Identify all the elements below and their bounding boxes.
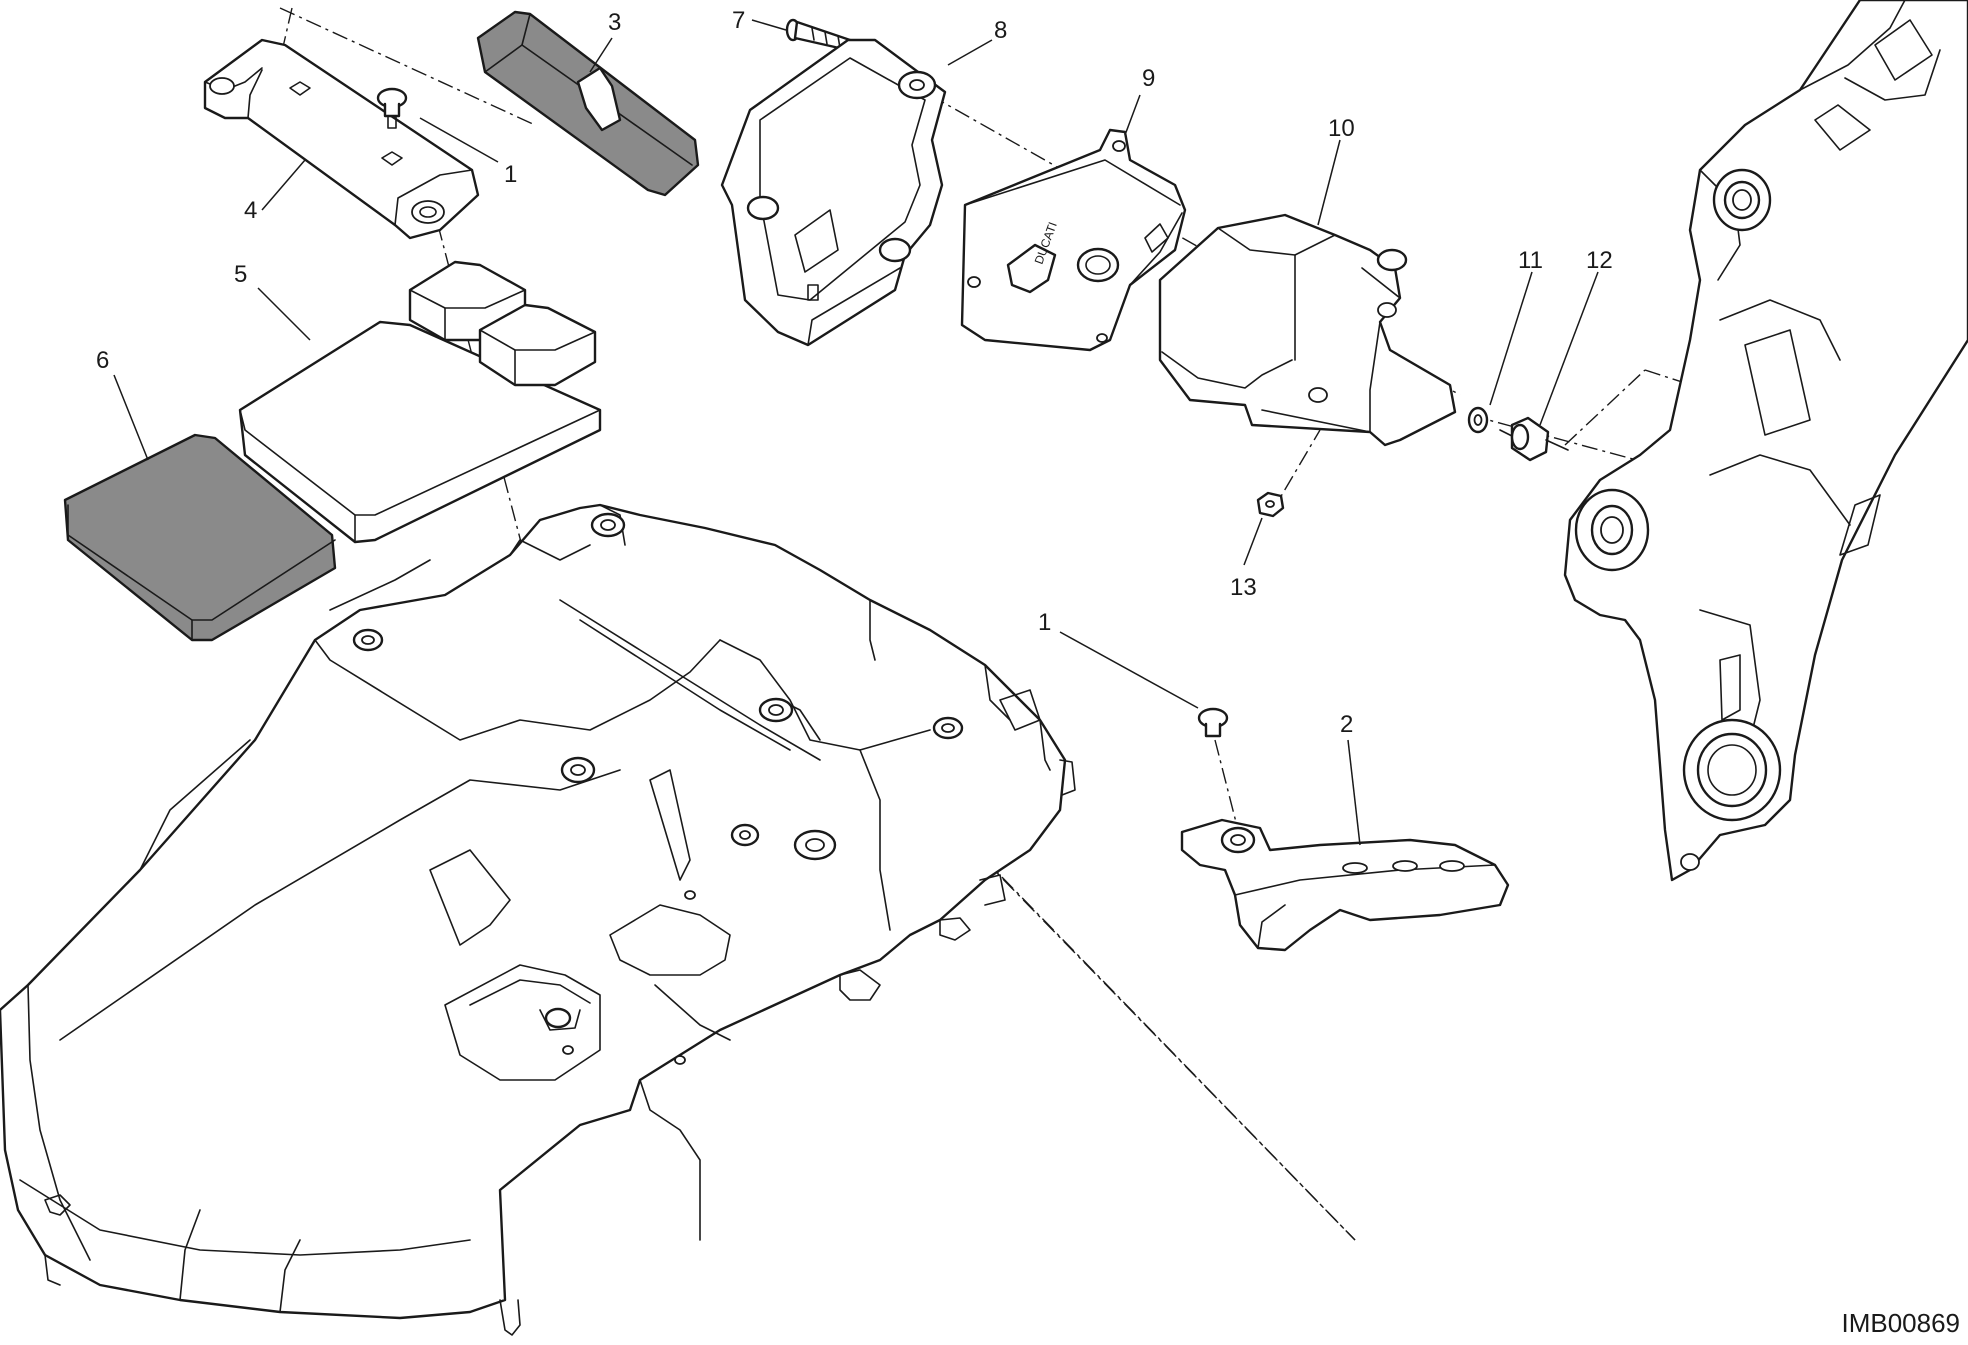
leader-9 [1124,94,1141,136]
callout-labels: 1 3 4 5 6 7 8 9 10 11 12 13 1 2 [96,7,1613,738]
assembly-line-tray-left [759,629,1356,1241]
cover-hole-left [967,276,981,288]
leader-8 [947,39,993,66]
leader-12 [1539,271,1599,426]
part-5-control-unit [238,260,602,544]
leader-13 [1243,517,1263,566]
cover-button [1076,247,1120,283]
part-1-screw-lower [1197,707,1229,738]
callout-8: 8 [994,17,1007,44]
callout-13: 13 [1230,574,1257,601]
battery-tray [0,503,1076,1336]
callout-7: 7 [732,7,745,34]
bracket-hole-right [411,200,445,224]
leader-2 [1347,739,1361,846]
part-10-housing-bracket [1158,213,1457,447]
leader-7 [751,19,787,31]
bracket-hole-left [209,77,235,95]
leader-lines [113,19,1599,846]
part-1-screw-top [376,87,408,129]
leader-5 [257,287,311,341]
part-2-cable-guide [1180,818,1510,952]
leader-3 [589,37,613,73]
leader-10 [1317,139,1341,226]
leader-6 [113,374,149,461]
callout-12: 12 [1586,247,1613,274]
drawing-code: IMB00869 [1841,1308,1960,1338]
cover-hole-top [1112,140,1126,152]
callout-9: 9 [1142,65,1155,92]
callout-11: 11 [1518,247,1543,274]
callout-10: 10 [1328,115,1355,142]
part-8-mounting-plate [720,38,947,347]
part-13-nut [1256,491,1285,518]
part-12-spacer [1499,416,1569,462]
leader-11 [1489,271,1533,406]
part-4-bracket [203,38,480,240]
frame-section [1563,0,1968,882]
assembly-line-bracket-spacer [1469,414,1656,466]
callout-6: 6 [96,347,109,374]
cover-hole-bottom [1096,333,1108,343]
part-6-battery-pad [63,433,337,642]
assembly-line-top-bracket [279,7,536,126]
part-3-rubber-pad [476,10,700,197]
leader-1-lower [1059,631,1199,709]
callout-4: 4 [244,197,257,224]
leader-1-top [419,117,499,163]
callout-5: 5 [234,261,247,288]
callout-3: 3 [608,9,621,36]
callout-2: 2 [1340,711,1353,738]
part-11-washer [1467,406,1489,434]
assembly-line-spacer-to-frame [1564,369,1646,446]
assembly-line-screw-2 [1214,739,1239,831]
callout-1-top: 1 [504,161,517,188]
brand-shield-icon [1006,243,1057,294]
callout-1-lower: 1 [1038,609,1051,636]
leader-4 [261,159,306,211]
part-9-cover: DUCATI [960,128,1187,352]
